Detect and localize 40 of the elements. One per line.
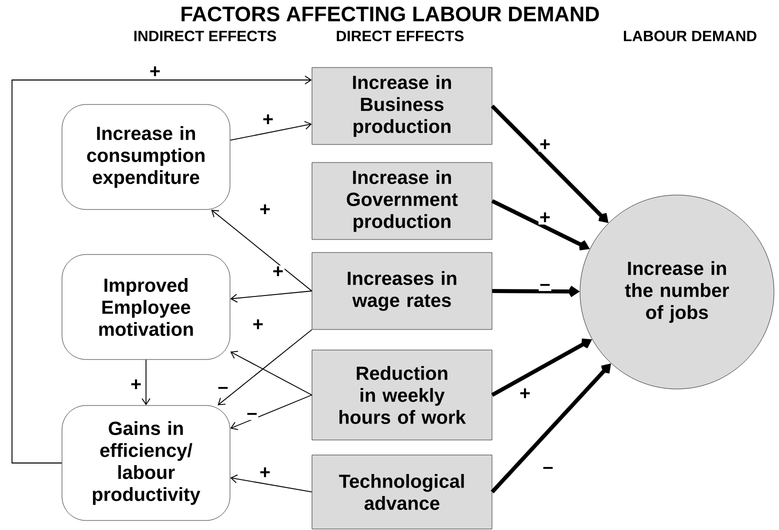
arrow <box>142 359 150 406</box>
column-heading: DIRECT EFFECTS <box>336 30 464 42</box>
edge-label: + <box>538 138 552 152</box>
arrow <box>491 338 592 397</box>
column-heading: LABOUR DEMAND <box>624 30 756 42</box>
arrow <box>211 210 312 292</box>
arrow <box>230 394 312 430</box>
shaded-box: Increase in Business production <box>312 67 492 145</box>
arrow <box>491 199 590 250</box>
edge-label: + <box>251 318 265 332</box>
column-heading: INDIRECT EFFECTS <box>134 30 276 42</box>
arrow <box>492 286 580 298</box>
rounded-box: Improved Employee motivation <box>62 254 230 360</box>
arrow <box>490 363 612 494</box>
arrow <box>218 329 312 406</box>
arrow <box>490 104 608 224</box>
shaded-box: Increases in wage rates <box>312 252 492 330</box>
edge-label: + <box>129 378 143 392</box>
arrow <box>230 350 312 396</box>
arrow <box>230 120 312 141</box>
edge-label: + <box>148 65 162 79</box>
rounded-box: Increase in consumption expenditure <box>62 104 230 210</box>
shaded-box: Reduction in weekly hours of work <box>312 350 492 440</box>
arrow <box>230 290 312 303</box>
edge-label: + <box>261 113 275 127</box>
edge-label: + <box>538 211 552 225</box>
rounded-box: Gains in efficiency/ labour productivity <box>62 405 230 521</box>
edge-label: + <box>518 387 532 401</box>
title: FACTORS AFFECTING LABOUR DEMAND <box>182 6 599 22</box>
edge-label: + <box>271 265 285 279</box>
arrow <box>12 76 312 464</box>
shaded-box: Technological advance <box>312 454 492 530</box>
edge-label: – <box>538 282 552 292</box>
shaded-box: Increase in Government production <box>312 162 492 240</box>
edge-label: – <box>542 466 554 474</box>
edge-label: – <box>216 386 230 394</box>
arrow <box>230 474 312 492</box>
edge-label: + <box>258 203 272 217</box>
edge-label: + <box>258 466 272 480</box>
edge-label: – <box>246 412 258 420</box>
